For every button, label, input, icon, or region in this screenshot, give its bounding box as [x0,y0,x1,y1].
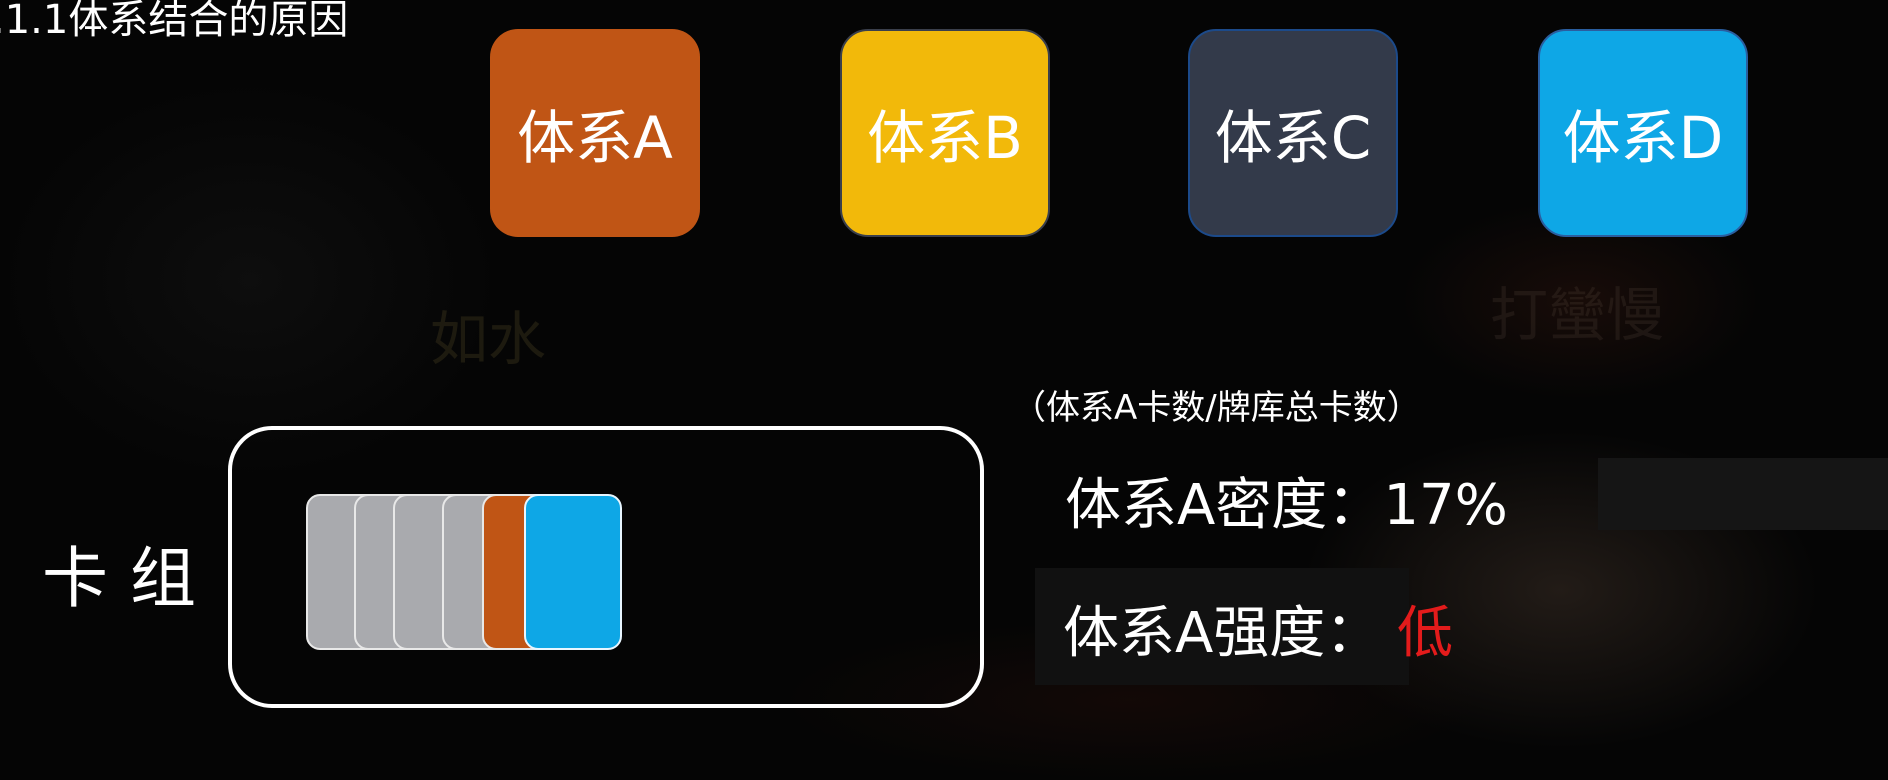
deck-frame [228,426,984,708]
deck-card-system-d [524,494,622,650]
density-label: 体系A密度： [1065,473,1384,538]
system-b-box: 体系B [840,29,1050,237]
strength-value: 低 [1397,601,1453,666]
cropped-overlay [1598,458,1888,530]
system-d-box: 体系D [1538,29,1748,237]
density-formula-note: （体系A卡数/牌库总卡数） [1012,388,1421,428]
density-value: 17% [1383,473,1508,538]
strength-stat: 体系A强度： [1035,568,1410,685]
background-faint-text: 打蠻慢 [1490,281,1665,349]
density-stat: 体系A密度：17% [1065,460,1508,541]
system-a-box: 体系A [490,29,700,237]
background-glow [0,80,500,480]
system-c-box: 体系C [1188,29,1398,237]
slide-title: .1.1体系结合的原因 [0,0,349,43]
strength-label: 体系A强度： [1063,601,1382,666]
deck-label: 卡组 [42,540,218,617]
background-faint-text: 如水 [430,305,547,373]
